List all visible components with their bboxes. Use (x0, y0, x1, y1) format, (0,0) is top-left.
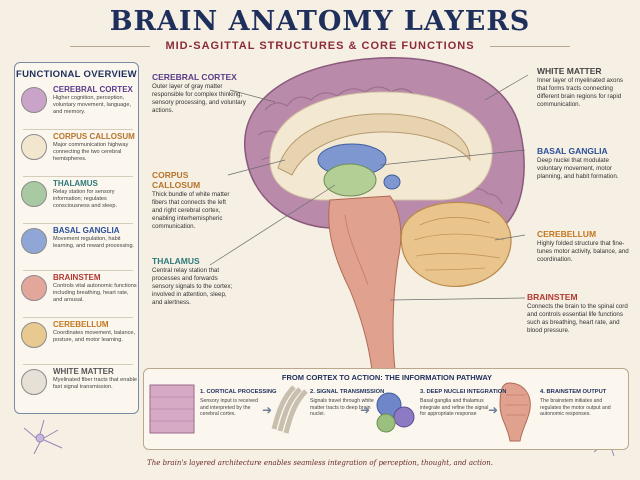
arrow-right-icon: ➜ (360, 403, 371, 417)
cerebellum-folia (413, 217, 505, 271)
callout-cortex-desc: Outer layer of gray matter responsible f… (152, 83, 246, 114)
callout-cerebellum: CEREBELLUM Highly folded structure that … (537, 229, 632, 264)
arrow-right-icon: ➜ (262, 403, 273, 417)
functional-overview-title: FUNCTIONAL OVERVIEW (16, 69, 137, 80)
overview-item-desc: Higher cognition, perception, voluntary … (53, 95, 132, 115)
overview-thumbnail-image (21, 87, 47, 113)
page-title: BRAIN ANATOMY LAYERS (109, 6, 531, 37)
overview-item-desc: Myelinated fiber tracts that enable fast… (53, 377, 137, 390)
overview-item-title: BASAL GANGLIA (53, 226, 120, 235)
overview-item-desc: Major communication highway connecting t… (53, 142, 129, 162)
callout-basal-title: BASAL GANGLIA (537, 146, 608, 156)
overview-divider (23, 317, 133, 318)
callout-callosum-title: CORPUS CALLOSUM (152, 170, 201, 190)
overview-thumbnail-image (21, 322, 47, 348)
pathway-illustrations (149, 382, 531, 442)
callout-brainstem-title: BRAINSTEM (527, 292, 578, 302)
step1-desc: Sensory input is received and interprete… (200, 398, 258, 417)
callout-thalamus: THALAMUS Central relay station that proc… (152, 256, 237, 307)
callout-white-desc: Inner layer of myelinated axons that for… (537, 77, 623, 108)
overview-item-title: BRAINSTEM (53, 273, 101, 282)
overview-divider (23, 223, 133, 224)
overview-divider (23, 270, 133, 271)
overview-item-title: CEREBRAL CORTEX (53, 85, 133, 94)
brainstem-shape (328, 195, 402, 371)
pathway-title: FROM CORTEX TO ACTION: THE INFORMATION P… (281, 373, 493, 382)
overview-item-desc: Controls vital autonomic functions inclu… (53, 283, 137, 303)
callout-white-matter: WHITE MATTER Inner layer of myelinated a… (537, 66, 632, 109)
callout-cerebellum-title: CEREBELLUM (537, 229, 597, 239)
step4-title: 4. BRAINSTEM OUTPUT (540, 389, 607, 395)
overview-item-title: WHITE MATTER (53, 367, 114, 376)
corpus-callosum-shape (277, 113, 471, 176)
information-pathway-panel: FROM CORTEX TO ACTION: THE INFORMATION P… (143, 368, 629, 450)
callout-basal-ganglia: BASAL GANGLIA Deep nuclei that modulate … (537, 146, 632, 181)
subtitle-rule-left (70, 46, 150, 47)
overview-thumbnail-image (21, 181, 47, 207)
step4-brainstem-output-image (499, 382, 531, 442)
overview-divider (23, 364, 133, 365)
overview-divider (23, 176, 133, 177)
step2-desc: Signals travel through white matter trac… (310, 398, 374, 417)
step4-desc: The brainstem initiates and regulates th… (540, 398, 611, 417)
callout-basal-desc: Deep nuclei that modulate voluntary move… (537, 157, 619, 180)
step3-title: 3. DEEP NUCLEI INTEGRATION (420, 389, 507, 395)
overview-divider (23, 129, 133, 130)
leader-lines (209, 74, 529, 301)
arrow-right-icon: ➜ (488, 403, 499, 417)
subtitle-rule-right (490, 46, 570, 47)
cerebellum-shape (400, 201, 512, 288)
callout-cortex-title: CEREBRAL CORTEX (152, 72, 237, 82)
step2-fiber-tracts-image (271, 385, 308, 434)
callout-thalamus-desc: Central relay station that processes and… (152, 267, 233, 306)
overview-item-title: THALAMUS (53, 179, 98, 188)
overview-thumbnail-image (21, 134, 47, 160)
callout-white-title: WHITE MATTER (537, 66, 602, 76)
page-subtitle: MID-SAGITTAL STRUCTURES & CORE FUNCTIONS (165, 40, 475, 52)
callout-brainstem: BRAINSTEM Connects the brain to the spin… (527, 292, 632, 335)
overview-item-title: CEREBELLUM (53, 320, 109, 329)
step1-title: 1. CORTICAL PROCESSING (200, 389, 277, 395)
callout-callosum-desc: Thick bundle of white matter fibers that… (152, 191, 230, 230)
step2-title: 2. SIGNAL TRANSMISSION (310, 389, 385, 395)
overview-item-desc: Coordinates movement, balance, posture, … (53, 330, 136, 343)
callout-corpus-callosum: CORPUS CALLOSUM Thick bundle of white ma… (152, 170, 237, 231)
callout-thalamus-title: THALAMUS (152, 256, 200, 266)
overview-thumbnail-image (21, 369, 47, 395)
overview-thumbnail-image (21, 275, 47, 301)
white-matter-shape (269, 91, 493, 201)
step3-desc: Basal ganglia and thalamus integrate and… (420, 398, 489, 417)
thalamus-shape (323, 163, 377, 197)
overview-thumbnail-image (21, 228, 47, 254)
callout-brainstem-desc: Connects the brain to the spinal cord an… (527, 303, 628, 334)
neuron-decoration-left (23, 419, 63, 455)
callout-cerebellum-desc: Highly folded structure that fine-tunes … (537, 240, 629, 263)
footer-caption: The brain's layered architecture enables… (147, 459, 493, 467)
overview-item-title: CORPUS CALLOSUM (53, 132, 135, 141)
overview-item-desc: Movement regulation, habit learning, and… (53, 236, 135, 249)
overview-item-desc: Relay station for sensory information; r… (53, 189, 118, 209)
step3-deep-nuclei-image (376, 392, 415, 433)
callout-cerebral-cortex: CEREBRAL CORTEX Outer layer of gray matt… (152, 72, 247, 115)
